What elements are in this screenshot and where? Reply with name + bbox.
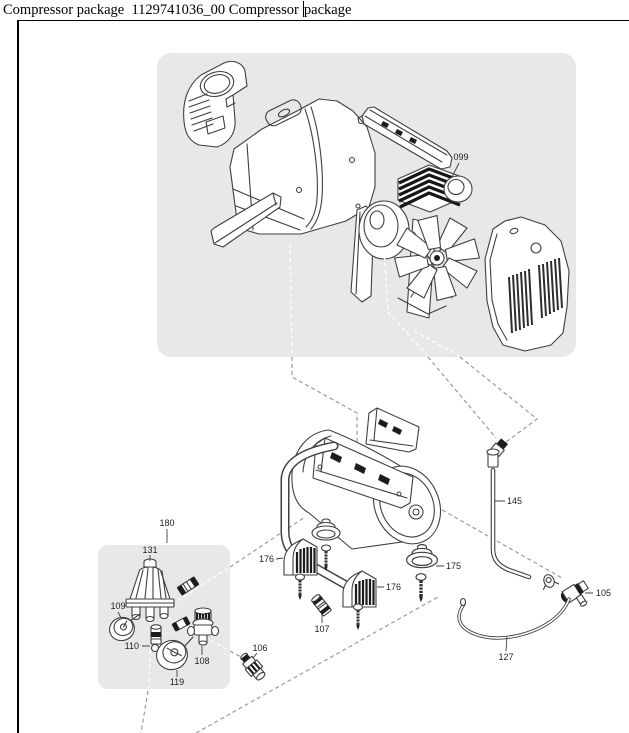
page-title-text-before: Compressor package 1129741036_00 Compres… bbox=[3, 2, 303, 18]
hose-clamp bbox=[542, 574, 560, 590]
brass-fitting-upper bbox=[176, 576, 200, 596]
tank-assembly bbox=[240, 407, 442, 681]
cooling-fan bbox=[394, 215, 480, 301]
part-labels: 099 145 105 127 175 176 176 107 106 180 … bbox=[110, 152, 611, 687]
part-label-110: 110 bbox=[125, 641, 139, 651]
accessories-box bbox=[98, 545, 231, 689]
part-label-176-left: 176 bbox=[259, 554, 274, 564]
mounting-screw-damper-right bbox=[352, 602, 364, 632]
part-label-176-right: 176 bbox=[386, 582, 401, 592]
page-title-text-after: package bbox=[303, 2, 352, 18]
mounting-bracket-back bbox=[365, 407, 420, 453]
drain-valve-105 bbox=[560, 580, 589, 607]
brass-fitting-lower bbox=[171, 616, 191, 632]
text-cursor bbox=[302, 1, 304, 17]
quick-coupler-106 bbox=[240, 652, 266, 681]
part-label-108: 108 bbox=[194, 656, 209, 666]
mounting-screw-damper-left bbox=[294, 572, 306, 602]
leader-dash-motor-a bbox=[382, 234, 429, 357]
part-label-119: 119 bbox=[170, 677, 184, 687]
elbow-fitting bbox=[486, 438, 509, 468]
fitting-107 bbox=[311, 594, 332, 617]
part-label-180: 180 bbox=[159, 518, 174, 528]
trim-rail-bottom bbox=[210, 192, 282, 248]
motor-assembly bbox=[350, 164, 480, 319]
connector-lines bbox=[140, 356, 563, 733]
air-pipe-145 bbox=[490, 467, 532, 580]
mounting-bracket-front bbox=[312, 437, 414, 509]
mounting-screw-foot-right bbox=[414, 572, 428, 604]
fitting-110 bbox=[150, 624, 162, 653]
vent-grille bbox=[508, 257, 563, 334]
side-panel-left bbox=[183, 60, 248, 148]
vibration-damper-right bbox=[341, 569, 378, 609]
support-rail-right bbox=[357, 106, 453, 170]
tank-port-cap bbox=[408, 504, 424, 520]
part-label-109: 109 bbox=[110, 601, 125, 611]
pressure-gauge-119 bbox=[156, 639, 188, 671]
part-label-105: 105 bbox=[596, 588, 611, 598]
page-frame bbox=[17, 20, 629, 733]
pressure-gauge-109 bbox=[109, 616, 135, 642]
part-label-175: 175 bbox=[446, 561, 461, 571]
housing-exploded-box bbox=[157, 53, 576, 357]
regulator-108 bbox=[186, 607, 220, 646]
leader-dash-motor-b bbox=[413, 330, 461, 357]
pressure-switch-131 bbox=[125, 558, 175, 623]
air-line-group bbox=[457, 438, 589, 640]
hose-127 bbox=[457, 597, 571, 640]
pump-head bbox=[397, 164, 473, 213]
label-leader-lines bbox=[117, 162, 593, 677]
part-label-145: 145 bbox=[507, 496, 522, 506]
page-title: Compressor package 1129741036_00 Compres… bbox=[3, 1, 351, 19]
part-label-099: 099 bbox=[453, 152, 468, 162]
side-cover-right bbox=[484, 216, 570, 352]
part-label-131: 131 bbox=[142, 545, 157, 555]
part-label-106: 106 bbox=[252, 643, 267, 653]
part-label-107: 107 bbox=[314, 624, 329, 634]
rubber-foot-right bbox=[405, 543, 439, 569]
leader-dash-housing bbox=[289, 243, 293, 357]
part-label-127: 127 bbox=[498, 652, 513, 662]
